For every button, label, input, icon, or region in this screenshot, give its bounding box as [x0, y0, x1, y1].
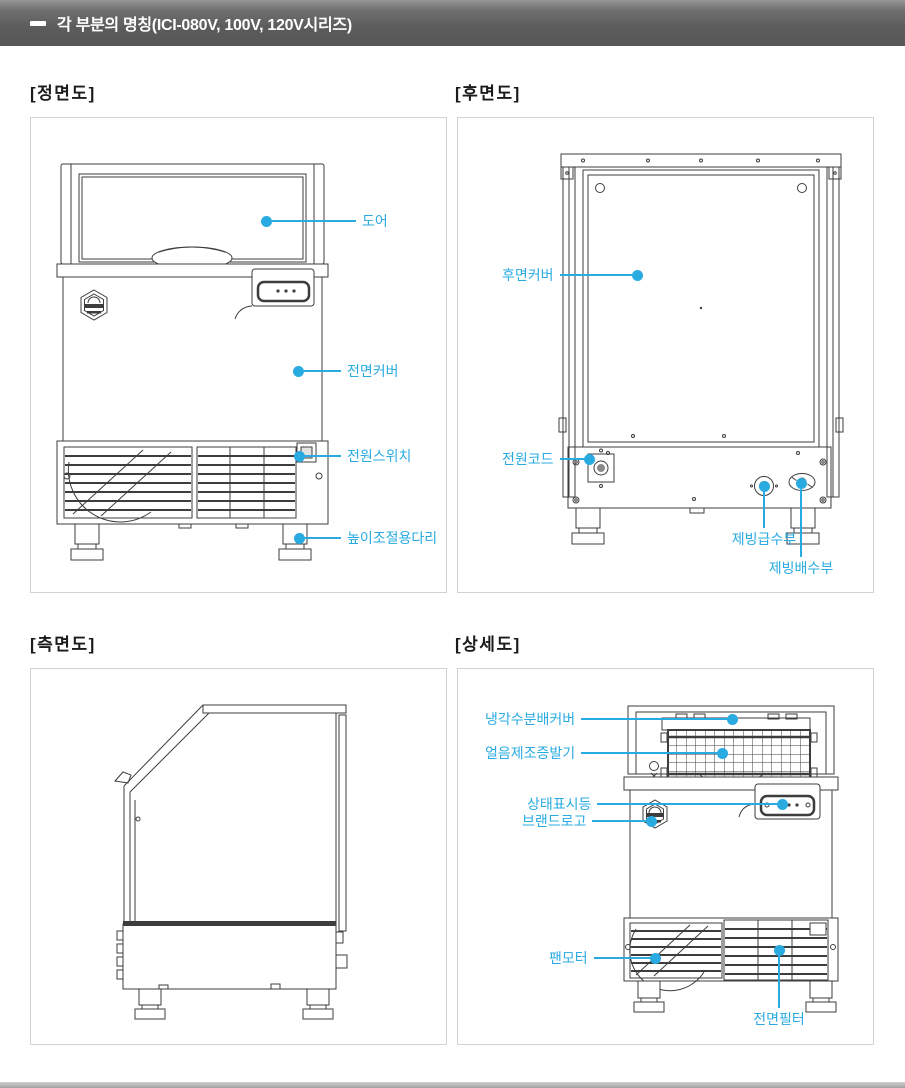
dash-icon — [30, 20, 46, 26]
callout-evaporator: 얼음제조증발기 — [479, 745, 729, 761]
callout-line — [800, 489, 802, 557]
page-header: 각 부분의 명칭(ICI-080V, 100V, 120V시리즈) — [0, 0, 905, 46]
side-view-title: [측면도] — [30, 635, 96, 654]
callout-line — [581, 752, 718, 754]
callout-front-cover: 전면커버 — [293, 363, 405, 379]
callout-label: 팬모터 — [549, 950, 588, 966]
callout-label: 브랜드로고 — [522, 813, 587, 829]
callout-label: 얼음제조증발기 — [485, 745, 576, 761]
callout-dot — [727, 713, 739, 725]
callout-ice-water-supply: 제빙급수부 — [724, 481, 804, 547]
rear-view-panel: 후면커버 전원코드 제빙급수부 제빙배수부 — [457, 117, 874, 593]
callout-label: 후면커버 — [502, 267, 554, 283]
side-view-drawing — [114, 704, 348, 1020]
callout-line — [559, 274, 632, 276]
callout-line — [778, 956, 780, 1008]
callout-dot — [293, 365, 304, 377]
callout-label: 전원코드 — [502, 451, 554, 467]
callout-rear-cover: 후면커버 — [496, 267, 643, 283]
callout-line — [763, 492, 765, 528]
callout-dot — [294, 450, 305, 462]
callout-line — [581, 718, 728, 720]
rear-view-title: [후면도] — [455, 84, 521, 103]
front-view-title: [정면도] — [30, 84, 96, 103]
detail-view-panel: 냉각수분배커버 얼음제조증발기 상태표시등 브랜드로고 팬모터 전면필터 — [457, 668, 874, 1045]
callout-dot — [773, 945, 785, 956]
side-view-panel — [30, 668, 447, 1045]
callout-dot — [717, 747, 729, 759]
callout-line — [305, 455, 341, 457]
callout-label: 제빙배수부 — [768, 560, 834, 576]
callout-height-leg: 높이조절용다리 — [294, 530, 443, 546]
callout-line — [597, 803, 778, 805]
callout-front-filter: 전면필터 — [739, 945, 819, 1027]
detail-view-title: [상세도] — [455, 635, 521, 654]
callout-dot — [583, 453, 595, 465]
callout-dot — [649, 952, 661, 964]
front-view-panel: 도어 전면커버 전원스위치 높이조절용다리 — [30, 117, 447, 593]
callout-label: 도어 — [362, 213, 388, 229]
callout-dot — [795, 478, 807, 489]
page-title: 각 부분의 명칭(ICI-080V, 100V, 120V시리즈) — [57, 17, 352, 34]
callout-dot — [261, 215, 272, 227]
callout-brand-logo: 브랜드로고 — [516, 813, 658, 829]
callout-label: 상태표시등 — [527, 796, 592, 812]
callout-line — [559, 458, 584, 460]
callout-label: 높이조절용다리 — [347, 530, 438, 546]
callout-dot — [758, 481, 770, 492]
callout-door: 도어 — [261, 213, 394, 229]
front-view-drawing — [56, 163, 329, 561]
callout-dot — [631, 269, 643, 281]
callout-line — [272, 220, 356, 222]
callout-dot — [294, 532, 305, 544]
callout-fan-motor: 팬모터 — [543, 950, 661, 966]
footer-bar — [0, 1082, 905, 1088]
callout-line — [593, 957, 650, 959]
callout-label: 제빙급수부 — [731, 531, 797, 547]
callout-status-indicator: 상태표시등 — [521, 796, 789, 812]
callout-dot — [646, 815, 658, 827]
callout-cooling-water-cover: 냉각수분배커버 — [479, 711, 739, 727]
callout-line — [592, 820, 647, 822]
callout-line — [304, 370, 341, 372]
callout-label: 전면필터 — [753, 1011, 805, 1027]
callout-power-cord: 전원코드 — [496, 451, 595, 467]
callout-label: 전면커버 — [347, 363, 399, 379]
callout-dot — [777, 798, 789, 810]
callout-power-switch: 전원스위치 — [294, 448, 417, 464]
callout-label: 냉각수분배커버 — [485, 711, 576, 727]
callout-line — [305, 537, 341, 539]
callout-ice-water-drain: 제빙배수부 — [761, 478, 841, 576]
callout-label: 전원스위치 — [347, 448, 412, 464]
